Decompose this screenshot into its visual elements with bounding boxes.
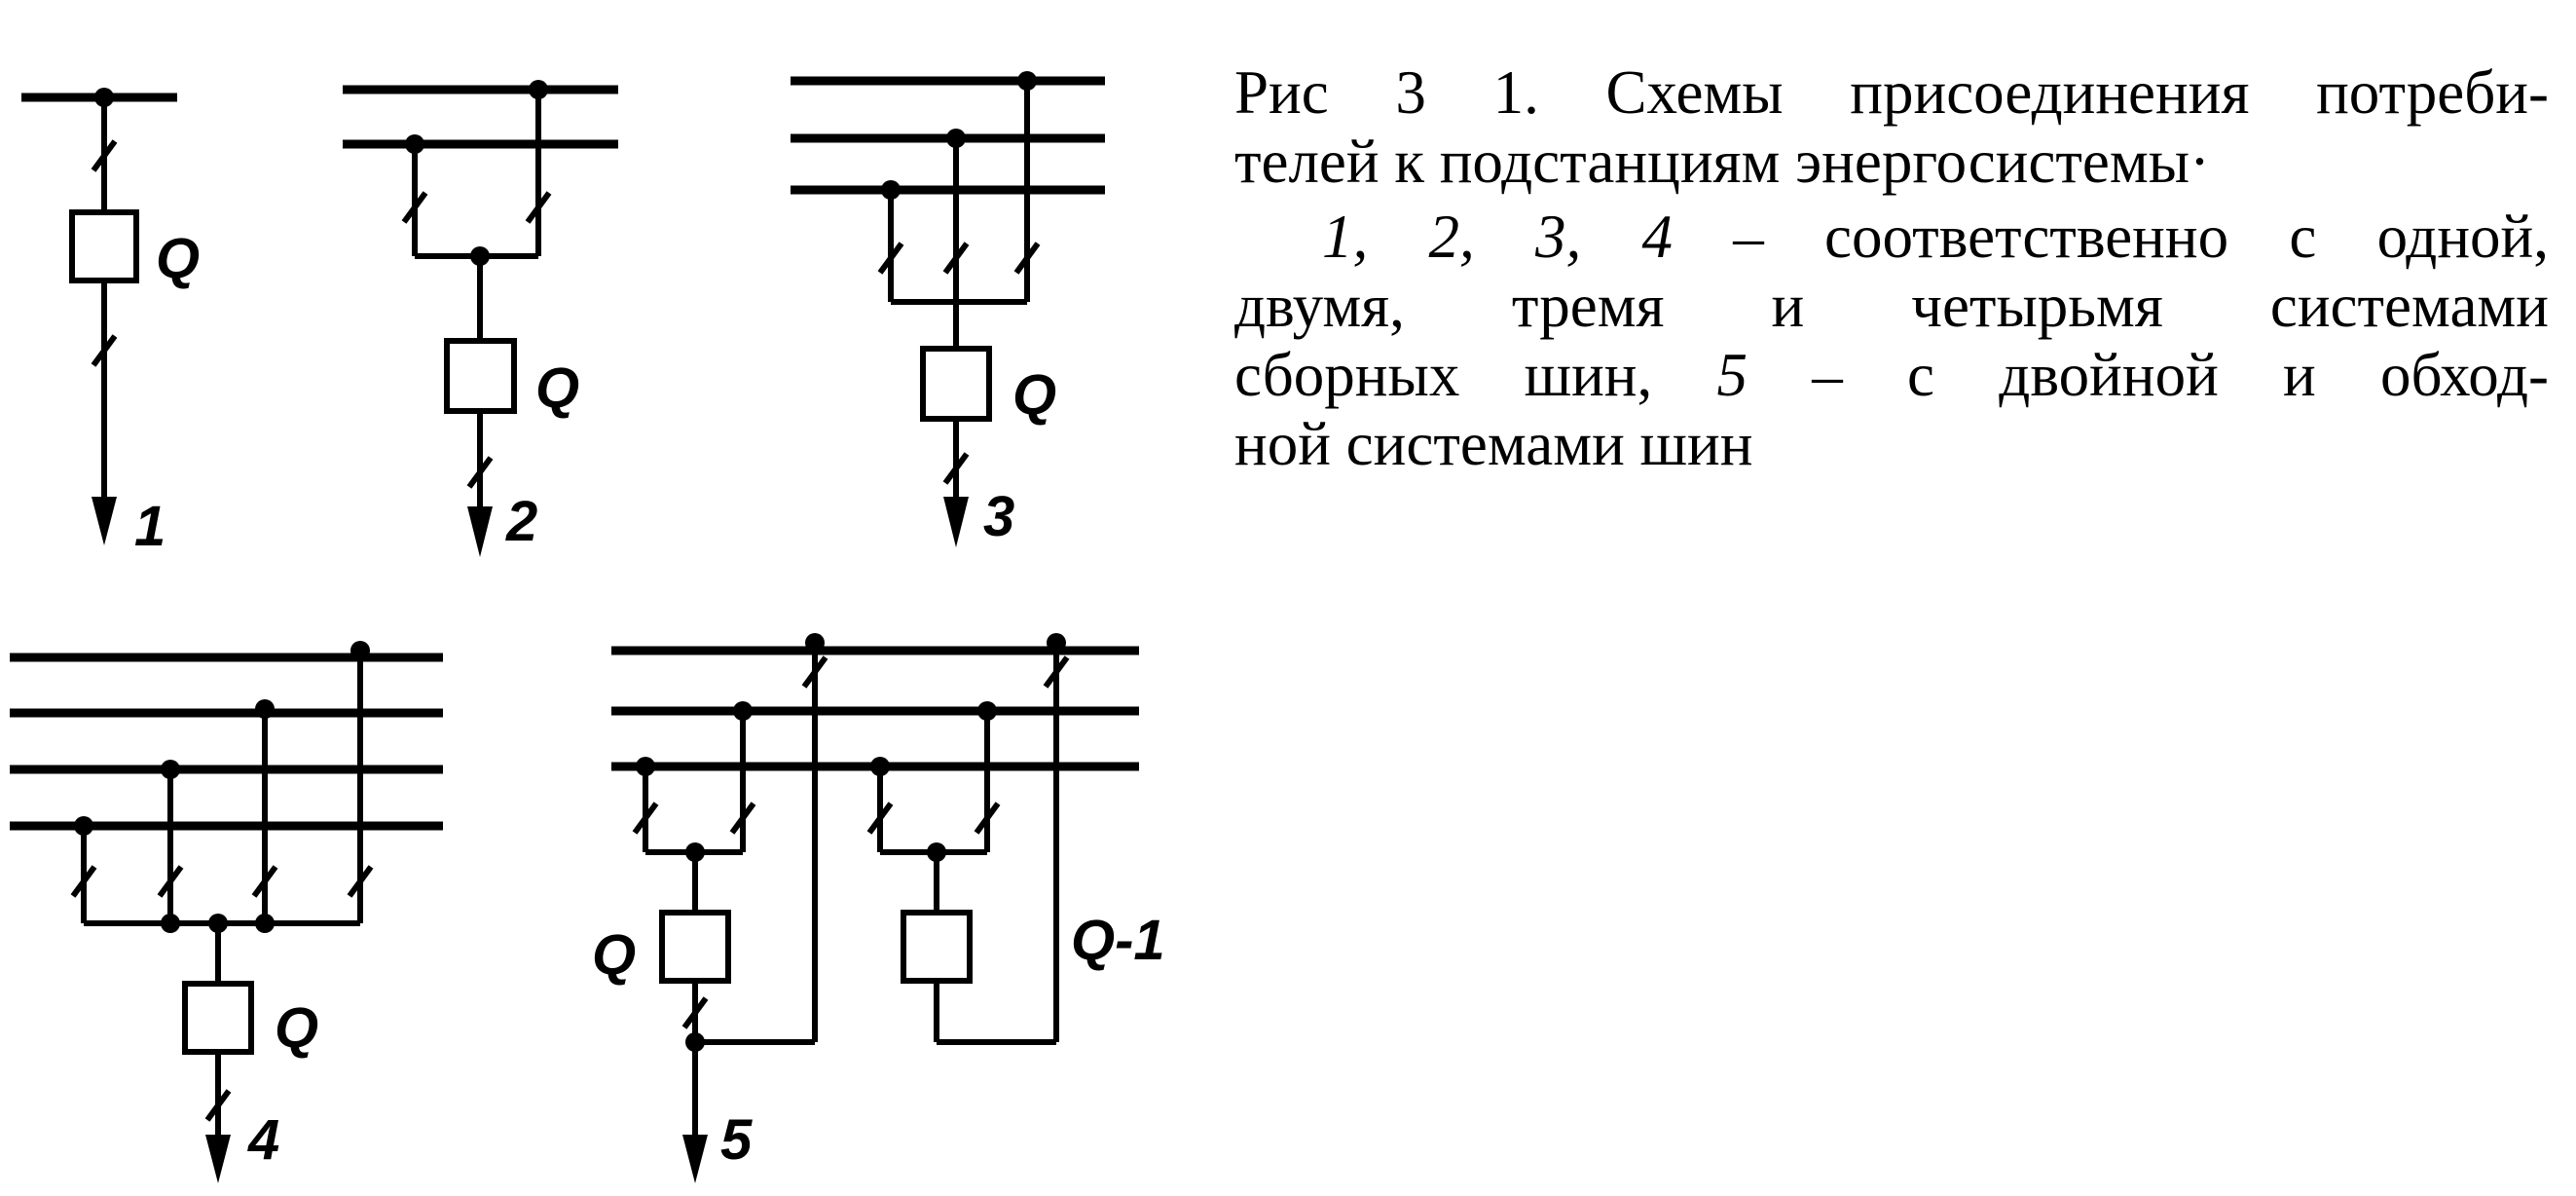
caption-desc-line-3-a: сборных шин, bbox=[1234, 341, 1717, 409]
caption-title-line-1: Рис 3 1. Схемы присоединения потреби- bbox=[1234, 58, 2549, 127]
figure-caption: Рис 3 1. Схемы присоединения потреби- те… bbox=[1234, 58, 2549, 479]
q1-label: Q-1 bbox=[1071, 909, 1165, 972]
number-label-1: 1 bbox=[134, 495, 166, 558]
q-label-1: Q bbox=[156, 227, 200, 290]
scheme-1: Q 1 bbox=[21, 88, 200, 558]
scheme-3: Q 3 bbox=[791, 71, 1105, 548]
scheme-5: Q Q-1 5 bbox=[592, 633, 1165, 1183]
q-label-4: Q bbox=[275, 996, 318, 1060]
caption-desc-line-2: двумя, тремя и четырьмя системами bbox=[1234, 272, 2549, 340]
caption-number-5: 5 bbox=[1716, 341, 1748, 409]
caption-desc-line-1-rest: – соответственно с одной, bbox=[1673, 203, 2550, 271]
number-label-3: 3 bbox=[983, 485, 1014, 548]
scheme-2: Q 2 bbox=[343, 80, 618, 557]
caption-numbers: 1, 2, 3, 4 bbox=[1322, 203, 1674, 271]
scheme-4: Q 4 bbox=[10, 641, 443, 1183]
number-label-5: 5 bbox=[720, 1108, 753, 1172]
caption-title-line-2: телей к подстанциям энергосистемы· bbox=[1234, 128, 2211, 196]
caption-desc-line-3: сборных шин, 5 – с двойной и обход- bbox=[1234, 341, 2549, 410]
caption-desc-line-1: 1, 2, 3, 4 – соответственно с одной, bbox=[1234, 203, 2549, 272]
number-label-2: 2 bbox=[505, 490, 537, 553]
caption-desc-line-3-b: – с двойной и обход- bbox=[1748, 341, 2549, 409]
q-label-2: Q bbox=[535, 356, 579, 420]
q-label-3: Q bbox=[1012, 363, 1056, 427]
caption-desc-line-4: ной системами шин bbox=[1234, 410, 1753, 478]
number-label-4: 4 bbox=[247, 1108, 279, 1172]
q-label-5: Q bbox=[592, 923, 636, 987]
